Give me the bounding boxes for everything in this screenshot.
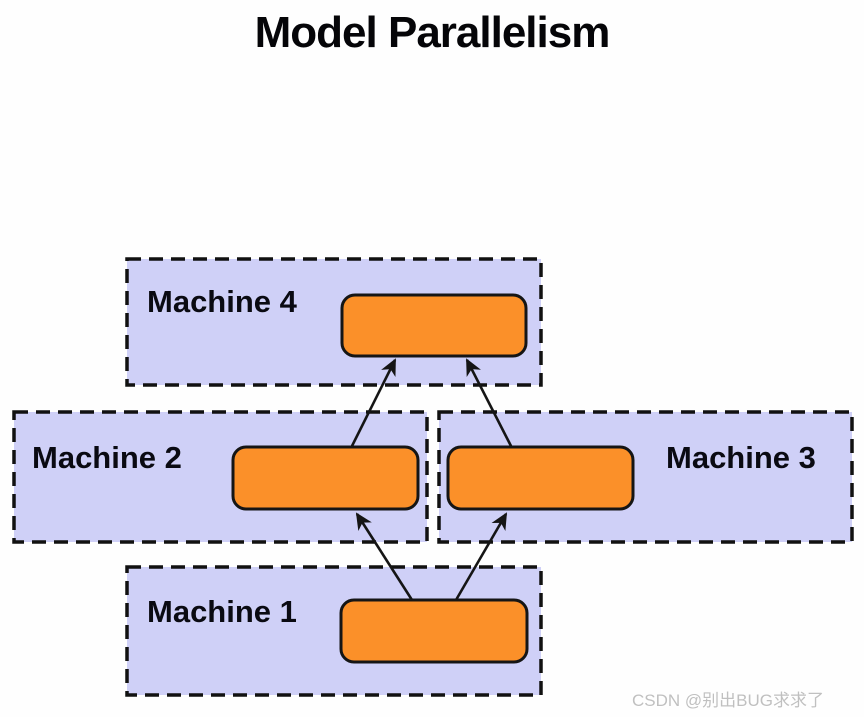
edge-machine1-machine2-arrow [355,512,414,601]
machine-4-label: Machine 4 [147,284,297,319]
edge-machine1-machine3-arrow [454,512,508,601]
machine-3-label: Machine 3 [666,440,816,475]
machine-2-label: Machine 2 [32,440,182,475]
csdn-watermark: CSDN @别出BUG求求了 [632,691,824,710]
edge-machine2-machine4-arrow [350,358,397,447]
machine-1-box [125,565,543,697]
machine-2-node [231,445,420,511]
machine-1-node [339,598,529,664]
machine-4-node [340,293,528,358]
machine-3-node [446,445,635,511]
edge-machine3-machine4-arrow [465,358,513,447]
machine-1-label: Machine 1 [147,594,297,629]
diagram-title: Model Parallelism [254,8,611,57]
